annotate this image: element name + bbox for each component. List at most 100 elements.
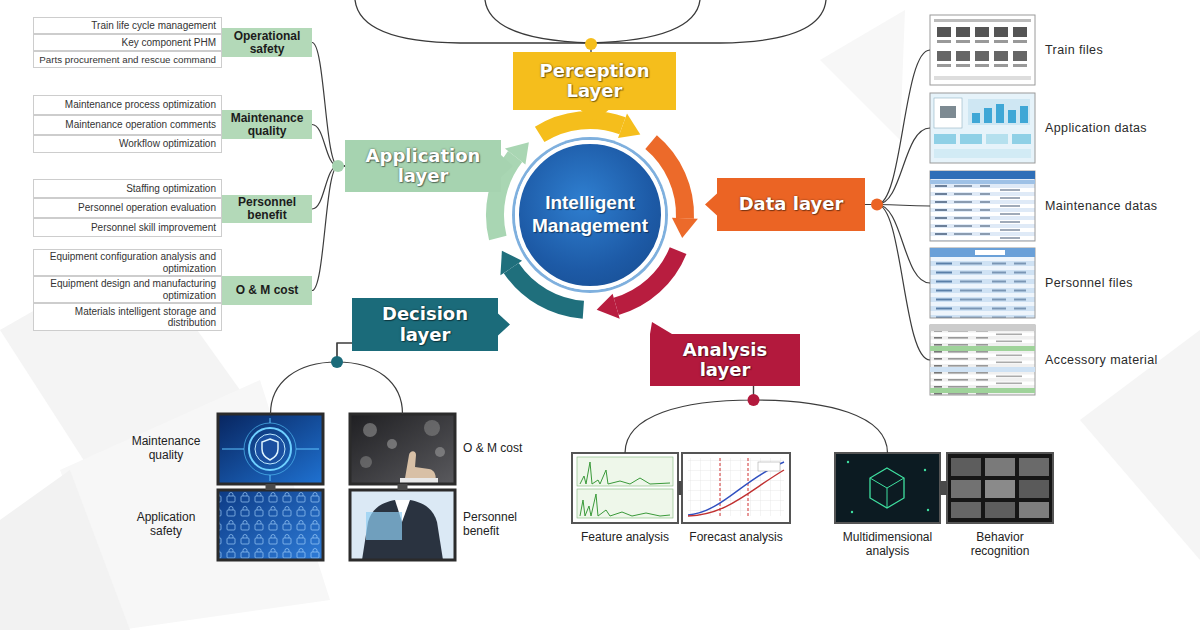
- screen-train-files-part: [975, 40, 989, 43]
- screen-accessory-material-part: [930, 325, 1035, 331]
- banner-text-area: Perception Layer: [513, 52, 676, 110]
- picture-behavior-recognition-part: [1019, 458, 1049, 476]
- screen-train-files-part: [975, 64, 989, 67]
- item-box: Train life cycle management: [33, 17, 222, 34]
- layer-banner: Application layer: [345, 140, 513, 192]
- banner-text-area: Data layer: [717, 178, 865, 231]
- picture-om-cost-part: [350, 414, 455, 484]
- category-box: Operational safety: [222, 28, 312, 57]
- picture-panel: Maintenance quality: [218, 414, 323, 484]
- picture-panel: Forecast analysis: [682, 453, 790, 523]
- connector-line: [312, 43, 345, 167]
- picture-panel: Behavior recognition: [947, 453, 1053, 523]
- cycle-arrows: [481, 113, 703, 326]
- item-box: Parts procurement and rescue command: [33, 51, 222, 68]
- picture-forecast-analysis-part: [688, 470, 784, 516]
- picture-behavior-recognition-part: [985, 480, 1015, 498]
- category-label: O & M cost: [236, 284, 299, 297]
- screen-train-files-part: [937, 27, 951, 37]
- picture-multidimensional-analysis: [835, 453, 940, 523]
- screen-application-datas-part: [996, 104, 1004, 123]
- picture-feature-analysis-part: [580, 494, 670, 516]
- item-label: Workflow optimization: [119, 138, 216, 150]
- screen-train-files-part: [934, 76, 1031, 80]
- item-box: Personnel skill improvement: [33, 218, 222, 237]
- item-box: Materials intelligent storage and distri…: [33, 303, 222, 331]
- item-label: Personnel skill improvement: [91, 222, 216, 234]
- connector-bar: [266, 484, 276, 490]
- picture-forecast-analysis-part: [688, 462, 784, 515]
- category-label: Operational safety: [225, 30, 309, 55]
- screen-maintenance-datas-part: [930, 171, 1035, 241]
- screen-application-datas-part: [972, 113, 980, 123]
- connector-line: [625, 386, 754, 453]
- connector-line: [312, 166, 345, 209]
- junction-dot: [331, 356, 343, 368]
- junction-dot: [748, 394, 760, 406]
- picture-personnel-benefit-part: [362, 500, 443, 560]
- caption-label: Behavior recognition: [947, 531, 1053, 559]
- banner-text-area: Analysis layer: [650, 334, 800, 386]
- item-label: Parts procurement and rescue command: [39, 54, 216, 65]
- connector-line: [754, 386, 888, 453]
- banner-shape: [345, 140, 513, 192]
- item-box: Equipment configuration analysis and opt…: [33, 249, 222, 276]
- picture-panel: Application safety: [218, 490, 323, 560]
- layer-title: Analysis layer: [663, 340, 788, 380]
- screen-train-files-part: [937, 40, 951, 43]
- connector-line: [312, 166, 345, 291]
- screen-application-datas-part: [960, 134, 982, 144]
- screen-train-files-part: [994, 64, 1008, 67]
- caption-label: Feature analysis: [572, 531, 678, 545]
- picture-behavior-recognition-part: [951, 480, 981, 498]
- screen-application-datas-part: [934, 149, 1031, 158]
- screen-thumbnail: Train files: [930, 15, 1035, 85]
- item-label: Personnel operation evaluation: [78, 202, 216, 214]
- background-shapes: [0, 10, 1200, 630]
- picture-maintenance-quality-part: [222, 418, 319, 481]
- screen-thumbnail: Maintenance datas: [930, 171, 1035, 241]
- picture-maintenance-quality-part: [249, 428, 291, 470]
- picture-forecast-analysis-part: [758, 462, 780, 471]
- junction-dot: [871, 199, 883, 211]
- screen-application-datas-part: [934, 134, 956, 144]
- banner-shape: [352, 298, 510, 351]
- picture-behavior-recognition: [947, 453, 1053, 523]
- layer-banner: Analysis layer: [650, 322, 800, 386]
- connector-line: [865, 50, 930, 205]
- screen-thumbnail: Accessory material: [930, 325, 1035, 395]
- perception-lines: [355, 0, 826, 52]
- screen-train-files-part: [956, 40, 970, 43]
- picture-application-safety-part: [218, 490, 323, 560]
- screen-application-datas-part: [930, 93, 1035, 163]
- connector-bar: [940, 481, 947, 495]
- caption-label: Accessory material: [1045, 353, 1158, 367]
- picture-multidimensional-analysis-part: [851, 511, 853, 513]
- connector-line: [271, 343, 353, 414]
- caption-label: O & M cost: [463, 442, 535, 456]
- picture-maintenance-quality-part: [262, 439, 278, 460]
- picture-behavior-recognition-part: [951, 502, 981, 518]
- screen-application-datas: [930, 93, 1035, 163]
- picture-behavior-recognition-part: [985, 502, 1015, 518]
- picture-panel: O & M cost: [350, 414, 455, 484]
- connector-line: [337, 343, 403, 414]
- picture-personnel-benefit-part: [350, 490, 455, 560]
- picture-forecast-analysis: [682, 453, 790, 523]
- picture-om-cost-part: [363, 423, 377, 437]
- layer-title: Decision layer: [363, 304, 488, 344]
- screen-personnel-files-part: [975, 250, 1005, 255]
- screen-thumbnail: Application datas: [930, 93, 1035, 163]
- screen-thumbnail: Personnel files: [930, 248, 1035, 318]
- connector-line: [865, 205, 930, 284]
- picture-multidimensional-analysis-part: [847, 461, 849, 463]
- screen-application-datas-part: [1020, 106, 1028, 123]
- item-label: Key component PHM: [122, 37, 217, 49]
- junction-dot: [332, 160, 344, 172]
- item-box: Maintenance process optimization: [33, 95, 222, 115]
- item-box: Staffing optimization: [33, 179, 222, 198]
- category-label: Personnel benefit: [225, 196, 309, 221]
- item-box: Workflow optimization: [33, 135, 222, 153]
- caption-label: Forecast analysis: [682, 531, 790, 545]
